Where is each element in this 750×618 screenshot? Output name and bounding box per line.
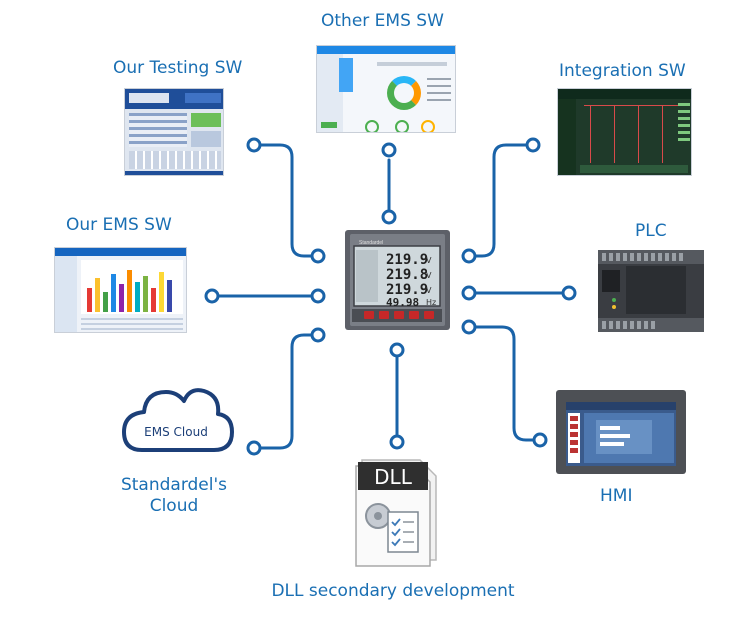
- meter-unit-3: V: [426, 286, 432, 295]
- connector-endpoint: [381, 142, 397, 158]
- ems-sw-screenshot: [54, 247, 187, 333]
- cloud-icon-text: EMS Cloud: [144, 425, 208, 439]
- connector-endpoint: [461, 285, 477, 301]
- connector-testing: [252, 143, 320, 258]
- meter-reading-4: 49.98: [386, 296, 419, 309]
- connector-hmi: [468, 325, 542, 442]
- plc-device: [598, 250, 704, 332]
- label-dll: DLL secondary development: [271, 581, 515, 601]
- meter-unit-4: Hz: [426, 298, 436, 307]
- connector-endpoint: [461, 319, 477, 335]
- meter-unit-1: V: [426, 256, 432, 265]
- meter-reading-3: 219.9: [386, 282, 428, 298]
- meter-unit-2: V: [426, 271, 432, 280]
- label-integration-sw: Integration SW: [559, 61, 686, 81]
- connector-endpoint: [310, 248, 326, 264]
- hmi-device: [556, 390, 686, 474]
- dll-file-icon: DLL: [355, 459, 437, 567]
- meter-button: [424, 311, 434, 319]
- svg-text:Standardel: Standardel: [359, 240, 383, 246]
- power-meter-device: Standardel 219.9 219.8 219.9 49.98 V V V…: [345, 230, 450, 330]
- connector-endpoint: [246, 137, 262, 153]
- connector-endpoint: [381, 209, 397, 225]
- connector-endpoint: [310, 327, 326, 343]
- testing-sw-screenshot: [124, 88, 224, 176]
- meter-button: [364, 311, 374, 319]
- label-ems-sw: Our EMS SW: [66, 215, 172, 235]
- other-ems-screenshot: [316, 45, 456, 133]
- label-cloud-line2: Cloud: [149, 496, 199, 516]
- label-testing-sw: Our Testing SW: [113, 58, 243, 78]
- meter-button: [379, 311, 389, 319]
- connector-endpoint: [204, 288, 220, 304]
- connector-endpoint: [389, 342, 405, 358]
- dll-icon-text: DLL: [374, 465, 413, 489]
- meter-reading-1: 219.9: [386, 252, 428, 268]
- connector-integration: [467, 143, 530, 258]
- label-cloud-line1: Standardel's: [120, 475, 228, 495]
- connector-endpoint: [310, 288, 326, 304]
- label-other-ems-sw: Other EMS SW: [321, 11, 444, 31]
- meter-button: [394, 311, 404, 319]
- connector-endpoint: [461, 248, 477, 264]
- label-hmi: HMI: [600, 486, 633, 506]
- cloud-icon: EMS Cloud: [122, 388, 234, 452]
- integration-sw-screenshot: [557, 88, 692, 176]
- connector-endpoint: [246, 440, 262, 456]
- connector-endpoint: [389, 434, 405, 450]
- connector-endpoint: [532, 432, 548, 448]
- connector-endpoint: [561, 285, 577, 301]
- label-plc: PLC: [635, 221, 667, 241]
- meter-reading-2: 219.8: [386, 267, 428, 283]
- connector-cloud: [252, 333, 320, 450]
- connector-endpoint: [525, 137, 541, 153]
- meter-button: [409, 311, 419, 319]
